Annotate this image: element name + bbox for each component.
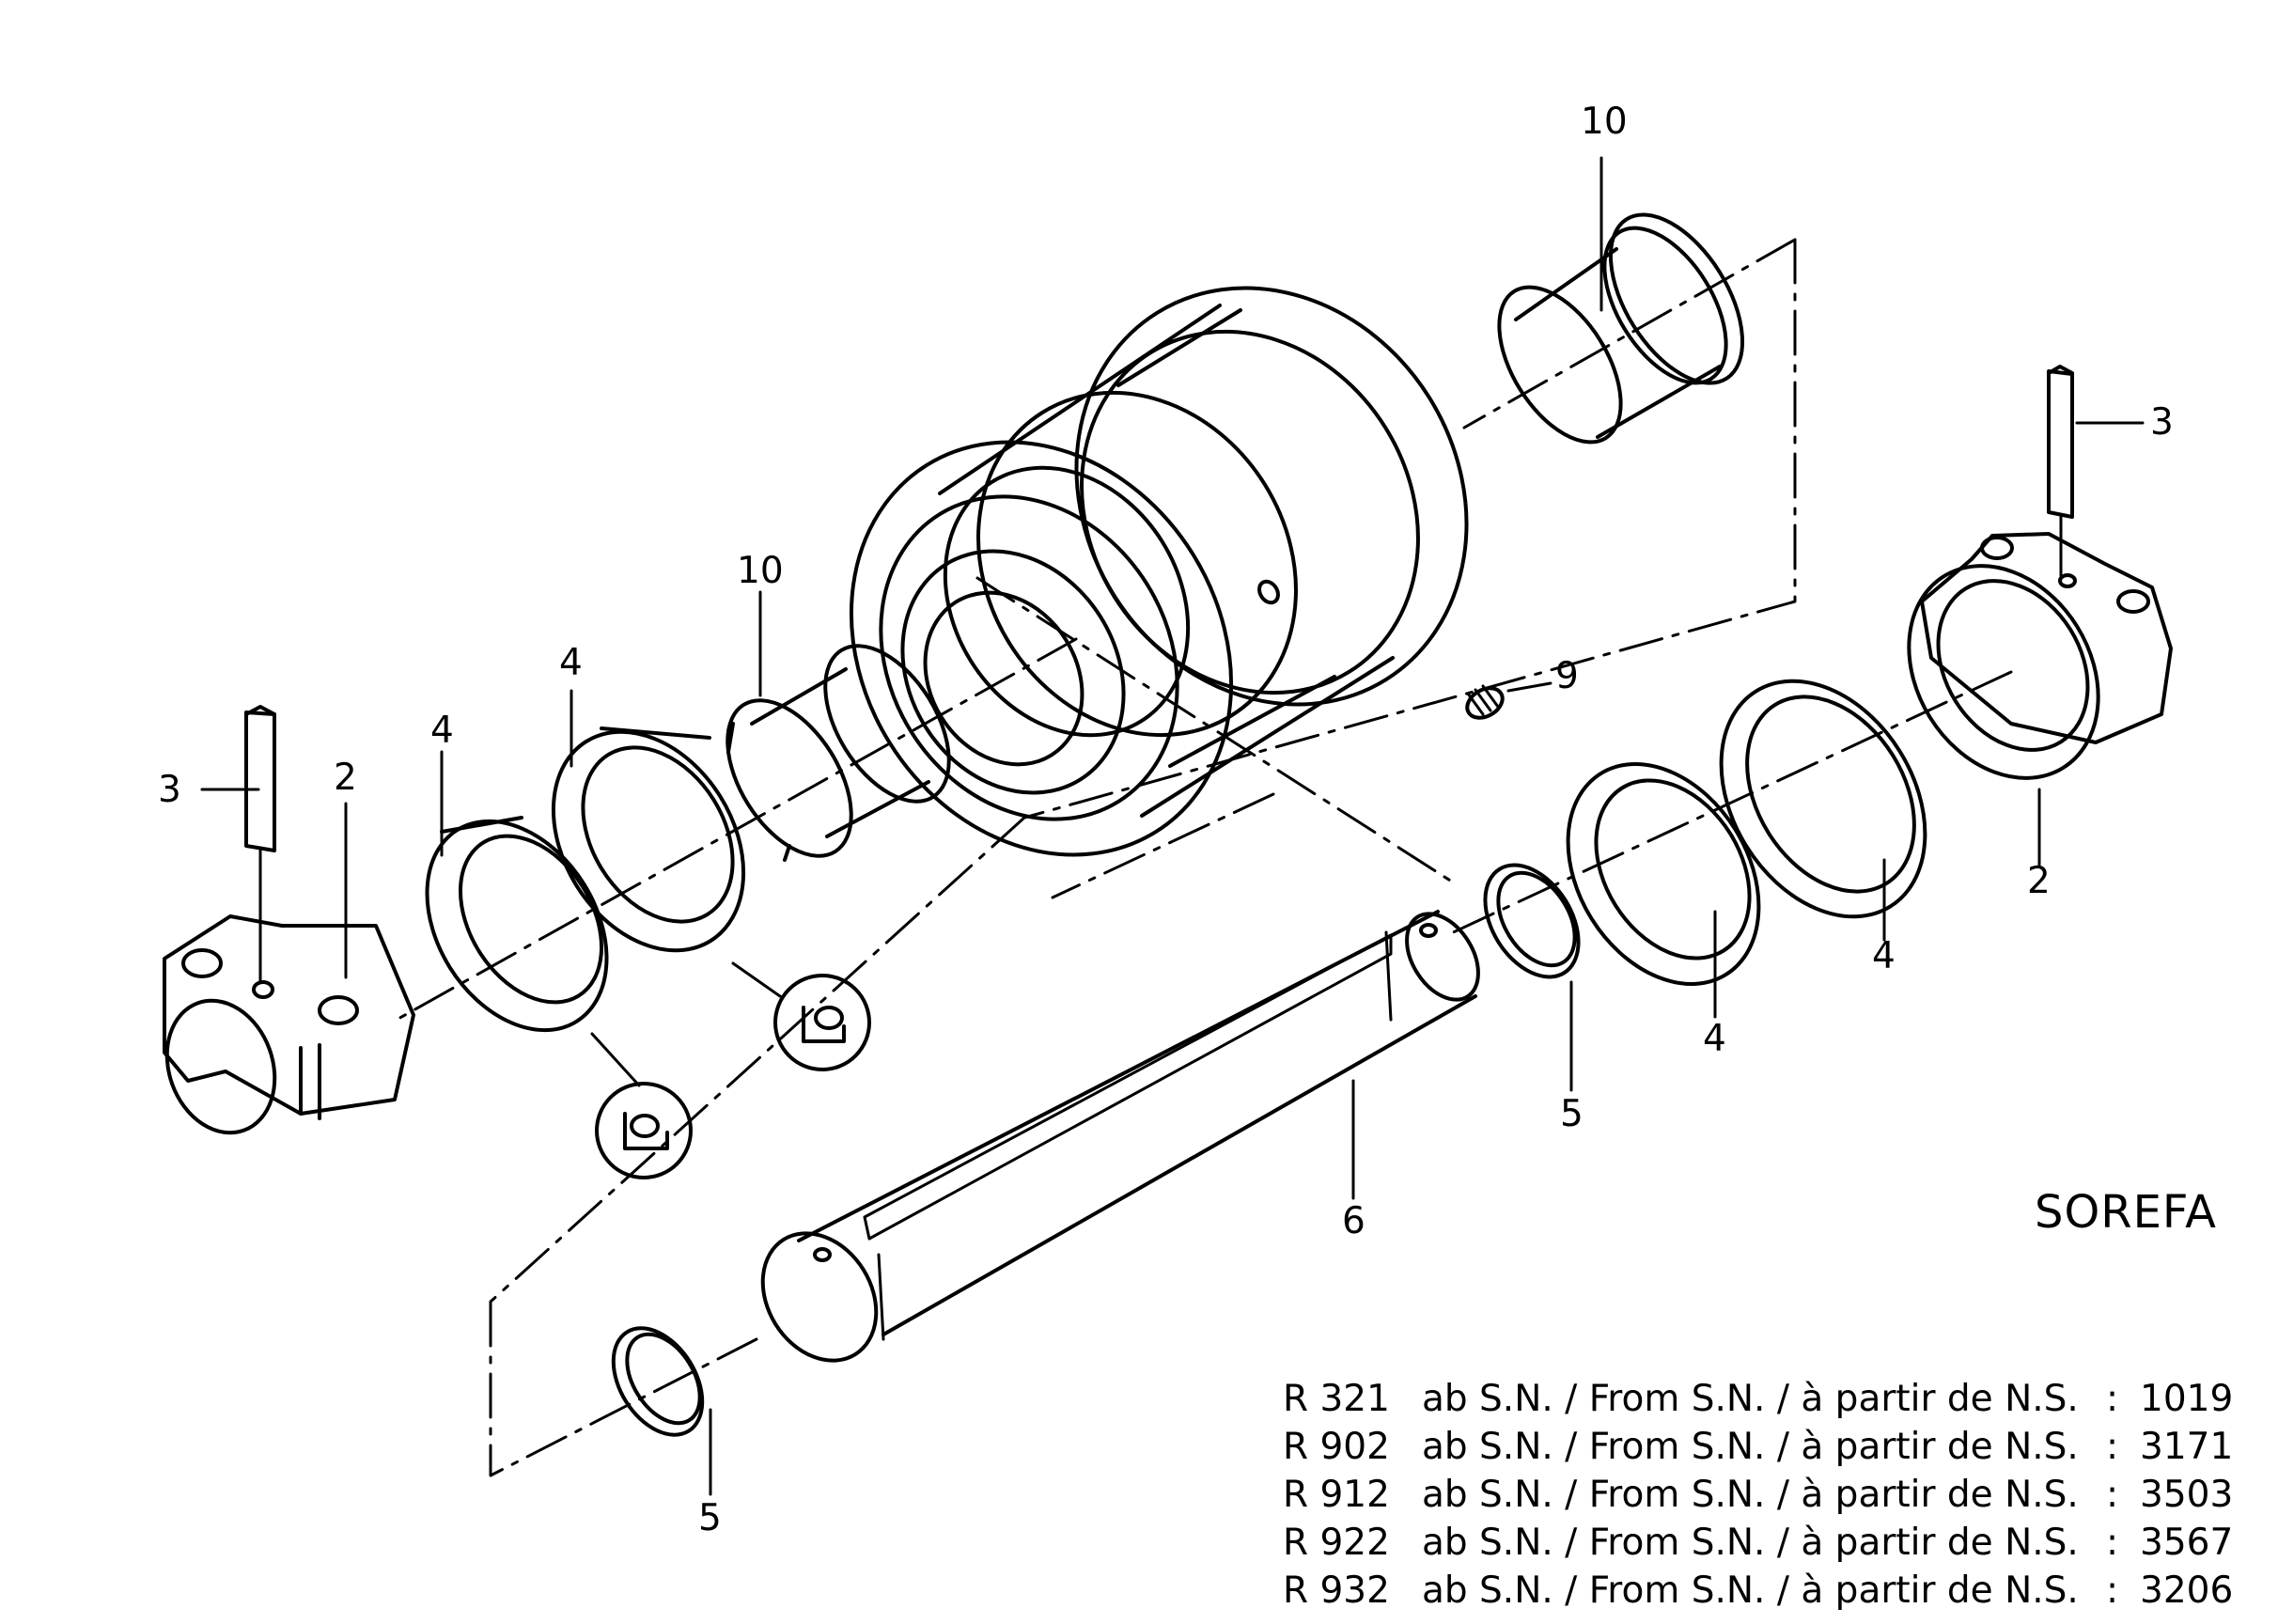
shaft xyxy=(760,910,1480,1363)
lubricate-symbol-2 xyxy=(773,974,871,1071)
callout-9: 9 xyxy=(1555,655,1579,697)
serial-value: 1019 xyxy=(2140,1378,2234,1420)
serial-value: 3567 xyxy=(2140,1522,2234,1564)
brand-label: SOREFA xyxy=(2035,1186,2217,1239)
track-roller-body xyxy=(849,286,1469,857)
callout-3-left: 3 xyxy=(158,769,181,811)
callout-4-a: 4 xyxy=(430,710,454,752)
separator: : xyxy=(2106,1569,2119,1612)
callout-4-d: 4 xyxy=(1872,935,1896,977)
serial-description: ab S.N. / From S.N. / à partir de N.S. xyxy=(1422,1569,2079,1612)
callouts: 10 10 9 3 3 2 2 4 4 4 4 5 5 6 xyxy=(158,101,2174,1539)
end-collar-right xyxy=(1907,532,2173,780)
callout-5-right: 5 xyxy=(1560,1093,1584,1135)
bushing-mid xyxy=(726,644,951,862)
seal-ring-right-inner xyxy=(1566,761,1761,987)
serial-description: ab S.N. / From S.N. / à partir de N.S. xyxy=(1422,1474,2079,1516)
o-ring-right xyxy=(1483,863,1581,979)
callout-10-mid: 10 xyxy=(737,550,784,592)
callout-4-b: 4 xyxy=(559,642,583,684)
leader-lines xyxy=(200,156,2145,1496)
seal-ring-left xyxy=(425,816,609,1033)
serial-value: 3171 xyxy=(2140,1426,2234,1468)
grease-plug xyxy=(1465,684,1505,720)
model-code: R 902 xyxy=(1283,1426,1390,1468)
callout-5-bottom: 5 xyxy=(698,1497,722,1539)
pin-left xyxy=(244,705,276,984)
callout-6: 6 xyxy=(1342,1200,1365,1242)
serial-description: ab S.N. / From S.N. / à partir de N.S. xyxy=(1422,1426,2079,1468)
model-code: R 912 xyxy=(1283,1474,1390,1516)
bushing-top xyxy=(1497,212,1745,445)
serial-description: ab S.N. / From S.N. / à partir de N.S. xyxy=(1422,1378,2079,1420)
separator: : xyxy=(2106,1474,2119,1516)
model-code: R 922 xyxy=(1283,1522,1390,1564)
end-collar-left xyxy=(163,914,415,1135)
separator: : xyxy=(2106,1378,2119,1420)
separator: : xyxy=(2106,1426,2119,1468)
separator: : xyxy=(2106,1522,2119,1564)
serial-value: 3503 xyxy=(2140,1474,2234,1516)
callout-10-top: 10 xyxy=(1581,101,1628,143)
serial-description: ab S.N. / From S.N. / à partir de N.S. xyxy=(1422,1522,2079,1564)
serial-value: 3206 xyxy=(2140,1569,2234,1612)
o-ring-bottom xyxy=(611,1326,705,1437)
callout-4-c: 4 xyxy=(1703,1018,1726,1060)
callout-3-right: 3 xyxy=(2150,401,2174,444)
floating-seal-left xyxy=(551,726,746,953)
model-code: R 932 xyxy=(1283,1569,1390,1612)
assembly-centerline xyxy=(395,238,2013,1477)
pin-right xyxy=(2047,365,2074,577)
lubricate-symbol-1 xyxy=(595,1082,693,1179)
seal-ring-right-outer xyxy=(1719,679,1927,919)
callout-2-right: 2 xyxy=(2027,860,2051,902)
model-code: R 321 xyxy=(1283,1378,1390,1420)
callout-2-left: 2 xyxy=(334,757,357,799)
